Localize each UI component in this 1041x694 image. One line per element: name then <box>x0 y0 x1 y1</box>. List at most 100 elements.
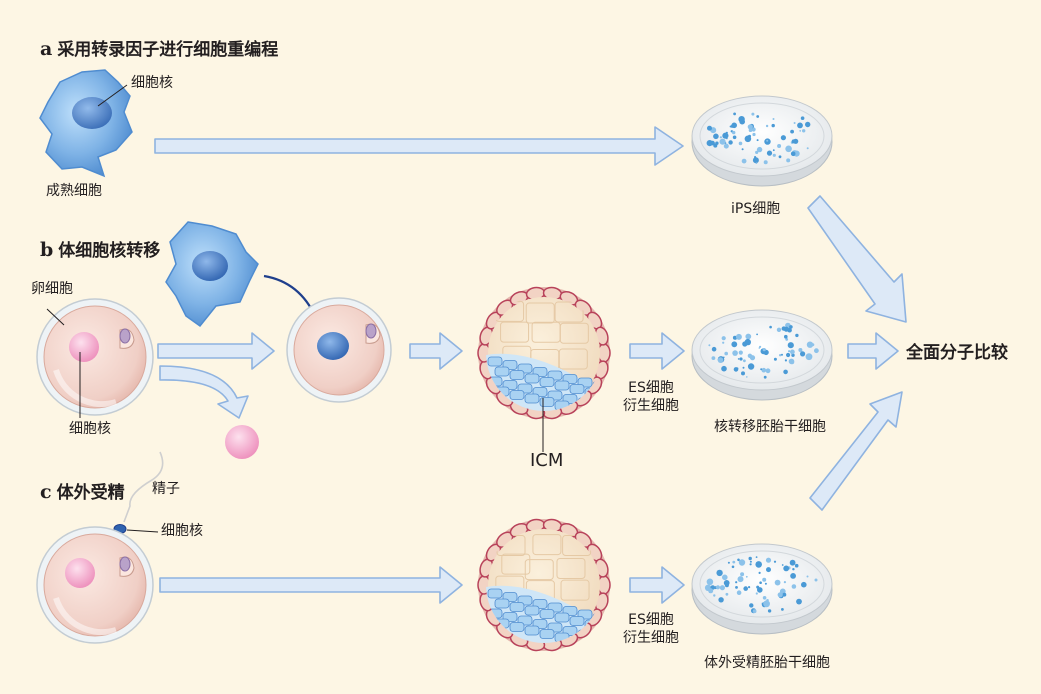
oocyte-c <box>36 526 154 644</box>
colony-dot <box>732 335 737 340</box>
icm-cell <box>539 377 555 387</box>
colony-dot <box>738 559 746 566</box>
colony-dot <box>745 575 748 578</box>
arrow-a-to-ips <box>154 126 684 166</box>
colony-dot <box>719 138 726 145</box>
arrow-b-enucleation <box>159 365 249 419</box>
colony-dot <box>723 143 729 149</box>
icm-cell <box>554 380 570 391</box>
icm-cell <box>539 629 555 639</box>
colony-dot <box>765 124 769 128</box>
colony-dot <box>741 148 744 151</box>
section-c-title: 体外受精 <box>56 483 125 503</box>
colony-dot <box>708 588 714 594</box>
colony-dot <box>811 343 815 347</box>
colony-dot <box>773 357 777 361</box>
colony-dot <box>800 351 806 357</box>
colony-dot <box>732 560 736 564</box>
colony-dot <box>814 348 819 354</box>
nt-es-dish <box>691 309 833 401</box>
colony-dot <box>765 368 771 374</box>
arrow-b-egg-to-nt <box>157 332 275 370</box>
es-derived-c-line2: 衍生细胞 <box>623 629 679 646</box>
colony-dot <box>784 359 788 362</box>
colony-dot <box>731 341 738 348</box>
colony-dot <box>766 567 771 573</box>
colony-dot <box>778 155 782 159</box>
colony-dot <box>706 578 714 586</box>
colony-dot <box>780 135 787 141</box>
colony-dot <box>742 366 745 369</box>
colony-dot <box>814 578 818 582</box>
colony-dot <box>765 557 772 563</box>
colony-dot <box>759 581 762 584</box>
colony-dot <box>777 592 783 598</box>
donor-cell-b <box>165 221 259 328</box>
colony-dot <box>743 359 746 363</box>
blastocyst-b <box>477 286 611 452</box>
icm-cell <box>509 370 525 380</box>
icm-cell <box>487 356 503 367</box>
colony-dot <box>746 376 748 378</box>
colony-dot <box>779 354 782 357</box>
colony-dot <box>790 129 794 134</box>
nucleus-a <box>72 97 112 129</box>
sperm-label: 精子 <box>152 481 180 497</box>
icm-cell <box>539 609 555 619</box>
colony-dot <box>806 147 809 150</box>
colony-dot <box>706 140 713 147</box>
colony-dot <box>755 162 758 164</box>
colony-dot <box>755 150 759 154</box>
arrow-c-egg-to-blast <box>159 566 463 604</box>
colony-dot <box>763 160 768 165</box>
colony-dot <box>793 122 796 124</box>
colony-dot <box>788 350 791 353</box>
oocyte-label: 卵细胞 <box>31 281 73 297</box>
colony-dot <box>722 341 725 344</box>
es-derived-label-c: ES细胞 衍生细胞 <box>611 612 691 647</box>
colony-dot <box>740 572 745 577</box>
colony-dot <box>739 357 743 361</box>
icm-cell <box>524 373 540 384</box>
colony-dot <box>766 139 769 142</box>
colony-dot <box>749 603 754 608</box>
arrow-c-blast-to-dish <box>629 566 685 604</box>
icm-cell <box>494 598 510 609</box>
colony-dot <box>755 556 758 558</box>
colony-dot <box>776 327 782 332</box>
colony-dot <box>722 574 728 581</box>
colony-dot <box>785 145 792 153</box>
colony-dot <box>757 587 763 593</box>
colony-dot <box>756 585 760 589</box>
colony-dot <box>806 341 814 348</box>
colony-dot <box>717 357 724 363</box>
icm-cell <box>584 407 600 411</box>
colony-dot <box>731 565 735 569</box>
colony-dot <box>783 565 790 572</box>
colony-dot <box>788 358 795 365</box>
colony-dot <box>749 560 752 563</box>
icm-cell <box>554 612 570 623</box>
arrow-b-nt-to-blast <box>409 332 463 370</box>
colony-dot <box>718 597 724 603</box>
colony-dot <box>716 569 723 577</box>
colony-dot <box>794 563 799 568</box>
colony-dot <box>792 568 795 571</box>
colony-dot <box>760 368 763 371</box>
colony-dot <box>761 367 767 373</box>
colony-dot <box>798 348 803 352</box>
colony-dot <box>774 579 781 586</box>
colony-dot <box>766 150 773 156</box>
colony-dot <box>789 325 793 329</box>
colony-dot <box>772 153 776 157</box>
colony-dot <box>737 558 740 562</box>
icm-cell <box>592 401 602 411</box>
nucleus-b-label: 细胞核 <box>69 421 111 437</box>
colony-dot <box>723 356 725 359</box>
icm-cell <box>524 605 540 616</box>
colony-dot <box>773 560 777 563</box>
colony-dot <box>789 559 796 566</box>
colony-dot <box>722 132 729 139</box>
es-derived-c-line1: ES细胞 <box>628 612 674 628</box>
colony-dot <box>759 345 762 348</box>
